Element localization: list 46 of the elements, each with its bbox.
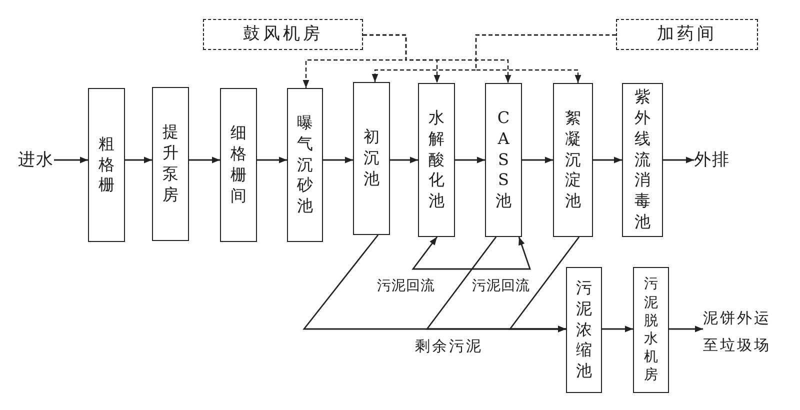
- dashed-arrow: [363, 34, 512, 83]
- arrow: [455, 156, 485, 164]
- arrow: [390, 156, 418, 164]
- arrow: [471, 236, 531, 270]
- process-box: [485, 83, 522, 237]
- process-box: [633, 267, 669, 393]
- edge-label: 污泥回流: [471, 278, 531, 295]
- arrow: [663, 156, 694, 164]
- process-box: [622, 83, 663, 237]
- process-label: 絮凝沉淀池: [565, 108, 581, 212]
- process-label: 水解酸化池: [428, 108, 444, 212]
- arrow: [412, 236, 471, 270]
- process-box: [353, 82, 390, 235]
- process-label: CASS 池: [496, 108, 512, 212]
- process-label: 粗格栅: [98, 134, 114, 196]
- process-label: 污泥脱水机房: [644, 275, 658, 385]
- arrow: [508, 236, 580, 332]
- facility-label: 加药间: [657, 24, 717, 45]
- process-box: [287, 88, 323, 242]
- arrow: [54, 156, 88, 164]
- edge-label: 污泥回流: [376, 278, 436, 295]
- arrow: [593, 156, 622, 164]
- facility-label: 鼓风机房: [243, 24, 323, 45]
- process-label: 污泥浓缩池: [576, 278, 592, 382]
- arrow: [522, 156, 553, 164]
- dashed-arrow: [475, 34, 616, 83]
- process-box: [566, 267, 602, 393]
- process-label: 细格栅间: [230, 123, 246, 207]
- process-label: 提升泵房: [162, 122, 178, 206]
- process-label: 紫外线流消毒池: [634, 87, 650, 233]
- arrow: [669, 326, 703, 332]
- process-box: [88, 88, 125, 242]
- process-box: [220, 88, 257, 242]
- arrow: [257, 156, 287, 164]
- process-box: [418, 83, 455, 237]
- arrow: [323, 156, 353, 164]
- facility-box: [203, 19, 363, 50]
- process-box: [553, 83, 593, 237]
- arrow: [189, 156, 220, 164]
- process-box: [152, 87, 189, 241]
- arrow: [125, 156, 152, 164]
- edge-label: 剩余污泥: [414, 337, 484, 355]
- arrow: [602, 326, 633, 332]
- process-label: 初沉池: [364, 127, 380, 190]
- process-label: 曝气沉砂池: [297, 113, 313, 217]
- facility-box: [616, 19, 758, 50]
